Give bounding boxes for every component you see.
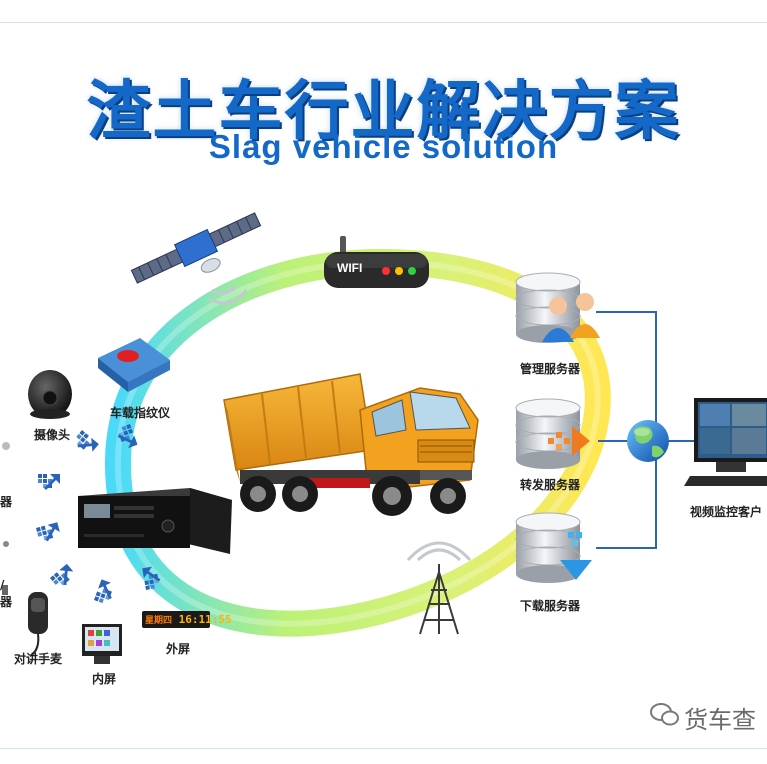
page-title: 渣土车行业解决方案 (86, 75, 681, 149)
intercom-label: 对讲手麦 (14, 652, 63, 666)
left-label-2: 器 (0, 595, 13, 609)
led-date: 星期四 (145, 616, 173, 626)
download-server-label: 下载服务器 (520, 599, 581, 613)
tower-signal (406, 541, 472, 562)
arrow-icon (38, 474, 60, 490)
arrow-icon (36, 522, 62, 544)
wifi-router-icon (324, 236, 429, 288)
left-label-3: / (0, 578, 5, 592)
arrow-icon (94, 579, 117, 606)
microphone-icon (28, 592, 48, 657)
satellite-icon (130, 212, 262, 284)
led-time: 16:11:55 (178, 613, 232, 626)
watermark-text: 货车查 (684, 706, 756, 734)
mdvr-recorder-icon (78, 488, 232, 554)
user-group-icon (542, 293, 600, 342)
database-icon (515, 512, 581, 583)
arrow-icon (71, 430, 99, 457)
management-server-label: 管理服务器 (520, 362, 581, 376)
forward-arrow-icon (548, 426, 590, 456)
monitor-icon (684, 398, 767, 486)
network-ring (104, 249, 611, 637)
wifi-label: WIFI (337, 261, 363, 275)
download-arrow-icon (560, 532, 592, 580)
fingerprint-reader-icon (98, 338, 170, 392)
dump-truck-icon (223, 373, 479, 516)
client-label: 视频监控客户 (690, 505, 763, 519)
forwarding-server-label: 转发服务器 (520, 478, 581, 492)
globe-icon (627, 420, 669, 462)
left-partial-devices (2, 442, 10, 595)
top-rule (0, 22, 767, 23)
outer-screen-label: 外屏 (166, 642, 191, 656)
satellite-signal (207, 284, 248, 305)
wechat-icon (650, 703, 679, 726)
led-display-icon: 星期四 16:11:55 (142, 611, 232, 628)
bottom-rule (0, 748, 767, 749)
antenna-tower-icon (419, 564, 459, 635)
fingerprint-label: 车载指纹仪 (110, 406, 171, 420)
database-icon (515, 398, 581, 469)
left-label-1: 器 (0, 495, 13, 509)
arrow-icon (50, 563, 78, 591)
inner-screen-icon (82, 624, 122, 664)
inner-screen-label: 内屏 (92, 672, 117, 686)
page-subtitle: Slag vehicle solution (208, 128, 559, 165)
dome-camera-icon (28, 370, 72, 419)
camera-label: 摄像头 (34, 428, 71, 442)
database-icon (515, 272, 581, 343)
